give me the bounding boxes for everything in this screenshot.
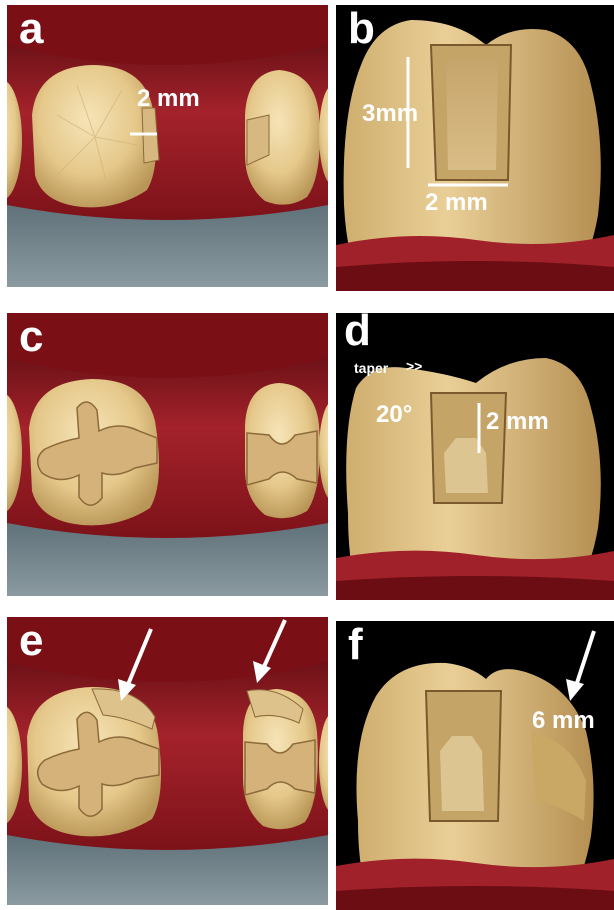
- panel-c: c: [7, 313, 328, 596]
- panel-b: b 3mm 2 mm: [336, 5, 614, 291]
- panel-letter: b: [348, 7, 375, 51]
- depth-label: 3mm: [362, 102, 418, 126]
- panel-letter: f: [348, 623, 363, 667]
- taper-label: taper: [354, 361, 388, 375]
- occlusal-view-drawing: [7, 5, 328, 287]
- width-label: 2 mm: [137, 87, 200, 111]
- angle-label: 20°: [376, 403, 412, 427]
- depth-label: 2 mm: [486, 410, 549, 434]
- width-label: 2 mm: [425, 191, 488, 215]
- panel-d: d taper >> 20° 2 mm: [336, 313, 614, 600]
- panel-f: f 6 mm: [336, 621, 614, 910]
- panel-letter: a: [19, 7, 43, 51]
- taper-arrow: >>: [406, 359, 422, 373]
- panel-letter: c: [19, 315, 43, 359]
- proximal-view-drawing: [336, 313, 614, 600]
- panel-a: a 2 mm: [7, 5, 328, 287]
- panel-letter: e: [19, 619, 43, 663]
- panel-letter: d: [344, 313, 371, 353]
- depth-label: 6 mm: [532, 709, 595, 733]
- occlusal-view-drawing: [7, 617, 328, 905]
- panel-e: e: [7, 617, 328, 905]
- proximal-view-drawing: [336, 621, 614, 910]
- proximal-view-drawing: [336, 5, 614, 291]
- occlusal-view-drawing: [7, 313, 328, 596]
